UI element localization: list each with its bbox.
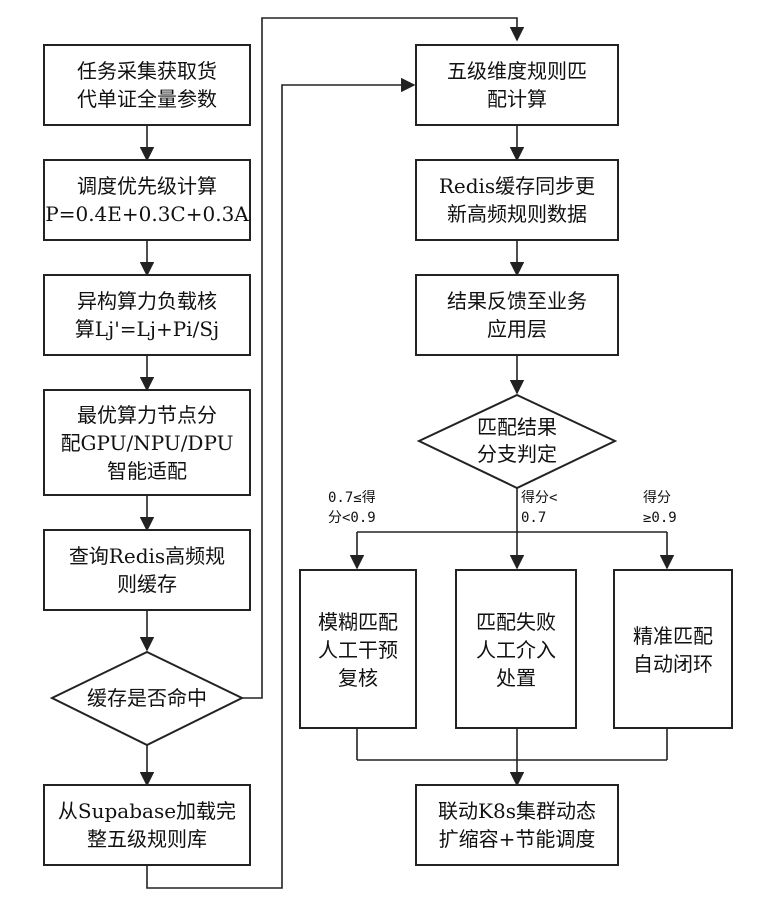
node-text: 模糊匹配 — [318, 610, 398, 634]
node-fuzzy-match: 模糊匹配 人工干预 复核 — [300, 570, 416, 728]
node-text: 从Supabase加载完 — [58, 799, 236, 823]
edge-label-fuzzy: 0.7≤得 分<0.9 — [328, 489, 376, 526]
node-text: 整五级规则库 — [87, 827, 207, 851]
node-text: 任务采集获取货 — [77, 59, 217, 83]
node-text: 调度优先级计算 — [77, 174, 217, 198]
node-text: 配GPU/NPU/DPU — [61, 431, 234, 455]
node-text: 人工介入 — [476, 638, 556, 662]
node-text: Redis缓存同步更 — [439, 174, 595, 198]
edge-label-text: 得分< — [521, 489, 557, 506]
node-task-collect: 任务采集获取货 代单证全量参数 — [44, 45, 250, 125]
node-text: 结果反馈至业务 — [447, 289, 587, 313]
node-text: 联动K8s集群动态 — [438, 799, 596, 823]
node-text: 查询Redis高频规 — [69, 544, 225, 568]
node-text: 精准匹配 — [633, 624, 713, 648]
node-text: 异构算力负载核 — [77, 289, 217, 313]
node-text: 新高频规则数据 — [447, 202, 587, 226]
node-text: 算Lj'=Lj+Pi/Sj — [75, 317, 219, 341]
node-priority-calc: 调度优先级计算 P=0.4E+0.3C+0.3A — [44, 160, 250, 240]
edge-label-text: 分<0.9 — [328, 510, 376, 526]
edge-label-text: ≥0.9 — [643, 510, 677, 526]
node-text: 处置 — [496, 666, 536, 690]
node-text: 配计算 — [487, 87, 547, 111]
node-text: 则缓存 — [117, 572, 177, 596]
node-text: 自动闭环 — [633, 652, 713, 676]
node-text: 扩缩容+节能调度 — [439, 827, 596, 851]
edge-label-text: 得分 — [643, 489, 671, 506]
edge-label-text: 0.7≤得 — [328, 489, 376, 506]
edge-label-exact: 得分 ≥0.9 — [643, 489, 677, 526]
node-load-calc: 异构算力负载核 算Lj'=Lj+Pi/Sj — [44, 275, 250, 355]
edge-label-fail: 得分< 0.7 — [521, 489, 557, 526]
node-text: 应用层 — [487, 317, 547, 341]
node-assign: 最优算力节点分 配GPU/NPU/DPU 智能适配 — [44, 390, 250, 495]
node-cache-hit: 缓存是否命中 — [52, 652, 242, 745]
node-branch-decision: 匹配结果 分支判定 — [419, 395, 615, 488]
node-text: 分支判定 — [477, 442, 557, 466]
node-text: 智能适配 — [107, 459, 187, 483]
edge-label-text: 0.7 — [521, 510, 546, 526]
node-match-fail: 匹配失败 人工介入 处置 — [456, 570, 576, 728]
node-load-supabase: 从Supabase加载完 整五级规则库 — [44, 785, 250, 865]
node-text: 人工干预 — [318, 638, 398, 662]
node-text: 缓存是否命中 — [87, 686, 207, 710]
node-text: 匹配结果 — [477, 415, 557, 439]
node-text: 复核 — [338, 666, 378, 690]
node-text: 匹配失败 — [476, 610, 556, 634]
node-text: 最优算力节点分 — [77, 403, 217, 427]
node-feedback: 结果反馈至业务 应用层 — [416, 275, 618, 355]
node-exact-match: 精准匹配 自动闭环 — [614, 570, 732, 728]
node-k8s-scale: 联动K8s集群动态 扩缩容+节能调度 — [416, 785, 618, 865]
node-redis-sync: Redis缓存同步更 新高频规则数据 — [416, 160, 618, 240]
node-text: 五级维度规则匹 — [447, 59, 587, 83]
node-query-cache: 查询Redis高频规 则缓存 — [44, 530, 250, 610]
node-text: P=0.4E+0.3C+0.3A — [45, 202, 249, 226]
node-five-level-match: 五级维度规则匹 配计算 — [416, 45, 618, 125]
node-text: 代单证全量参数 — [77, 87, 217, 111]
